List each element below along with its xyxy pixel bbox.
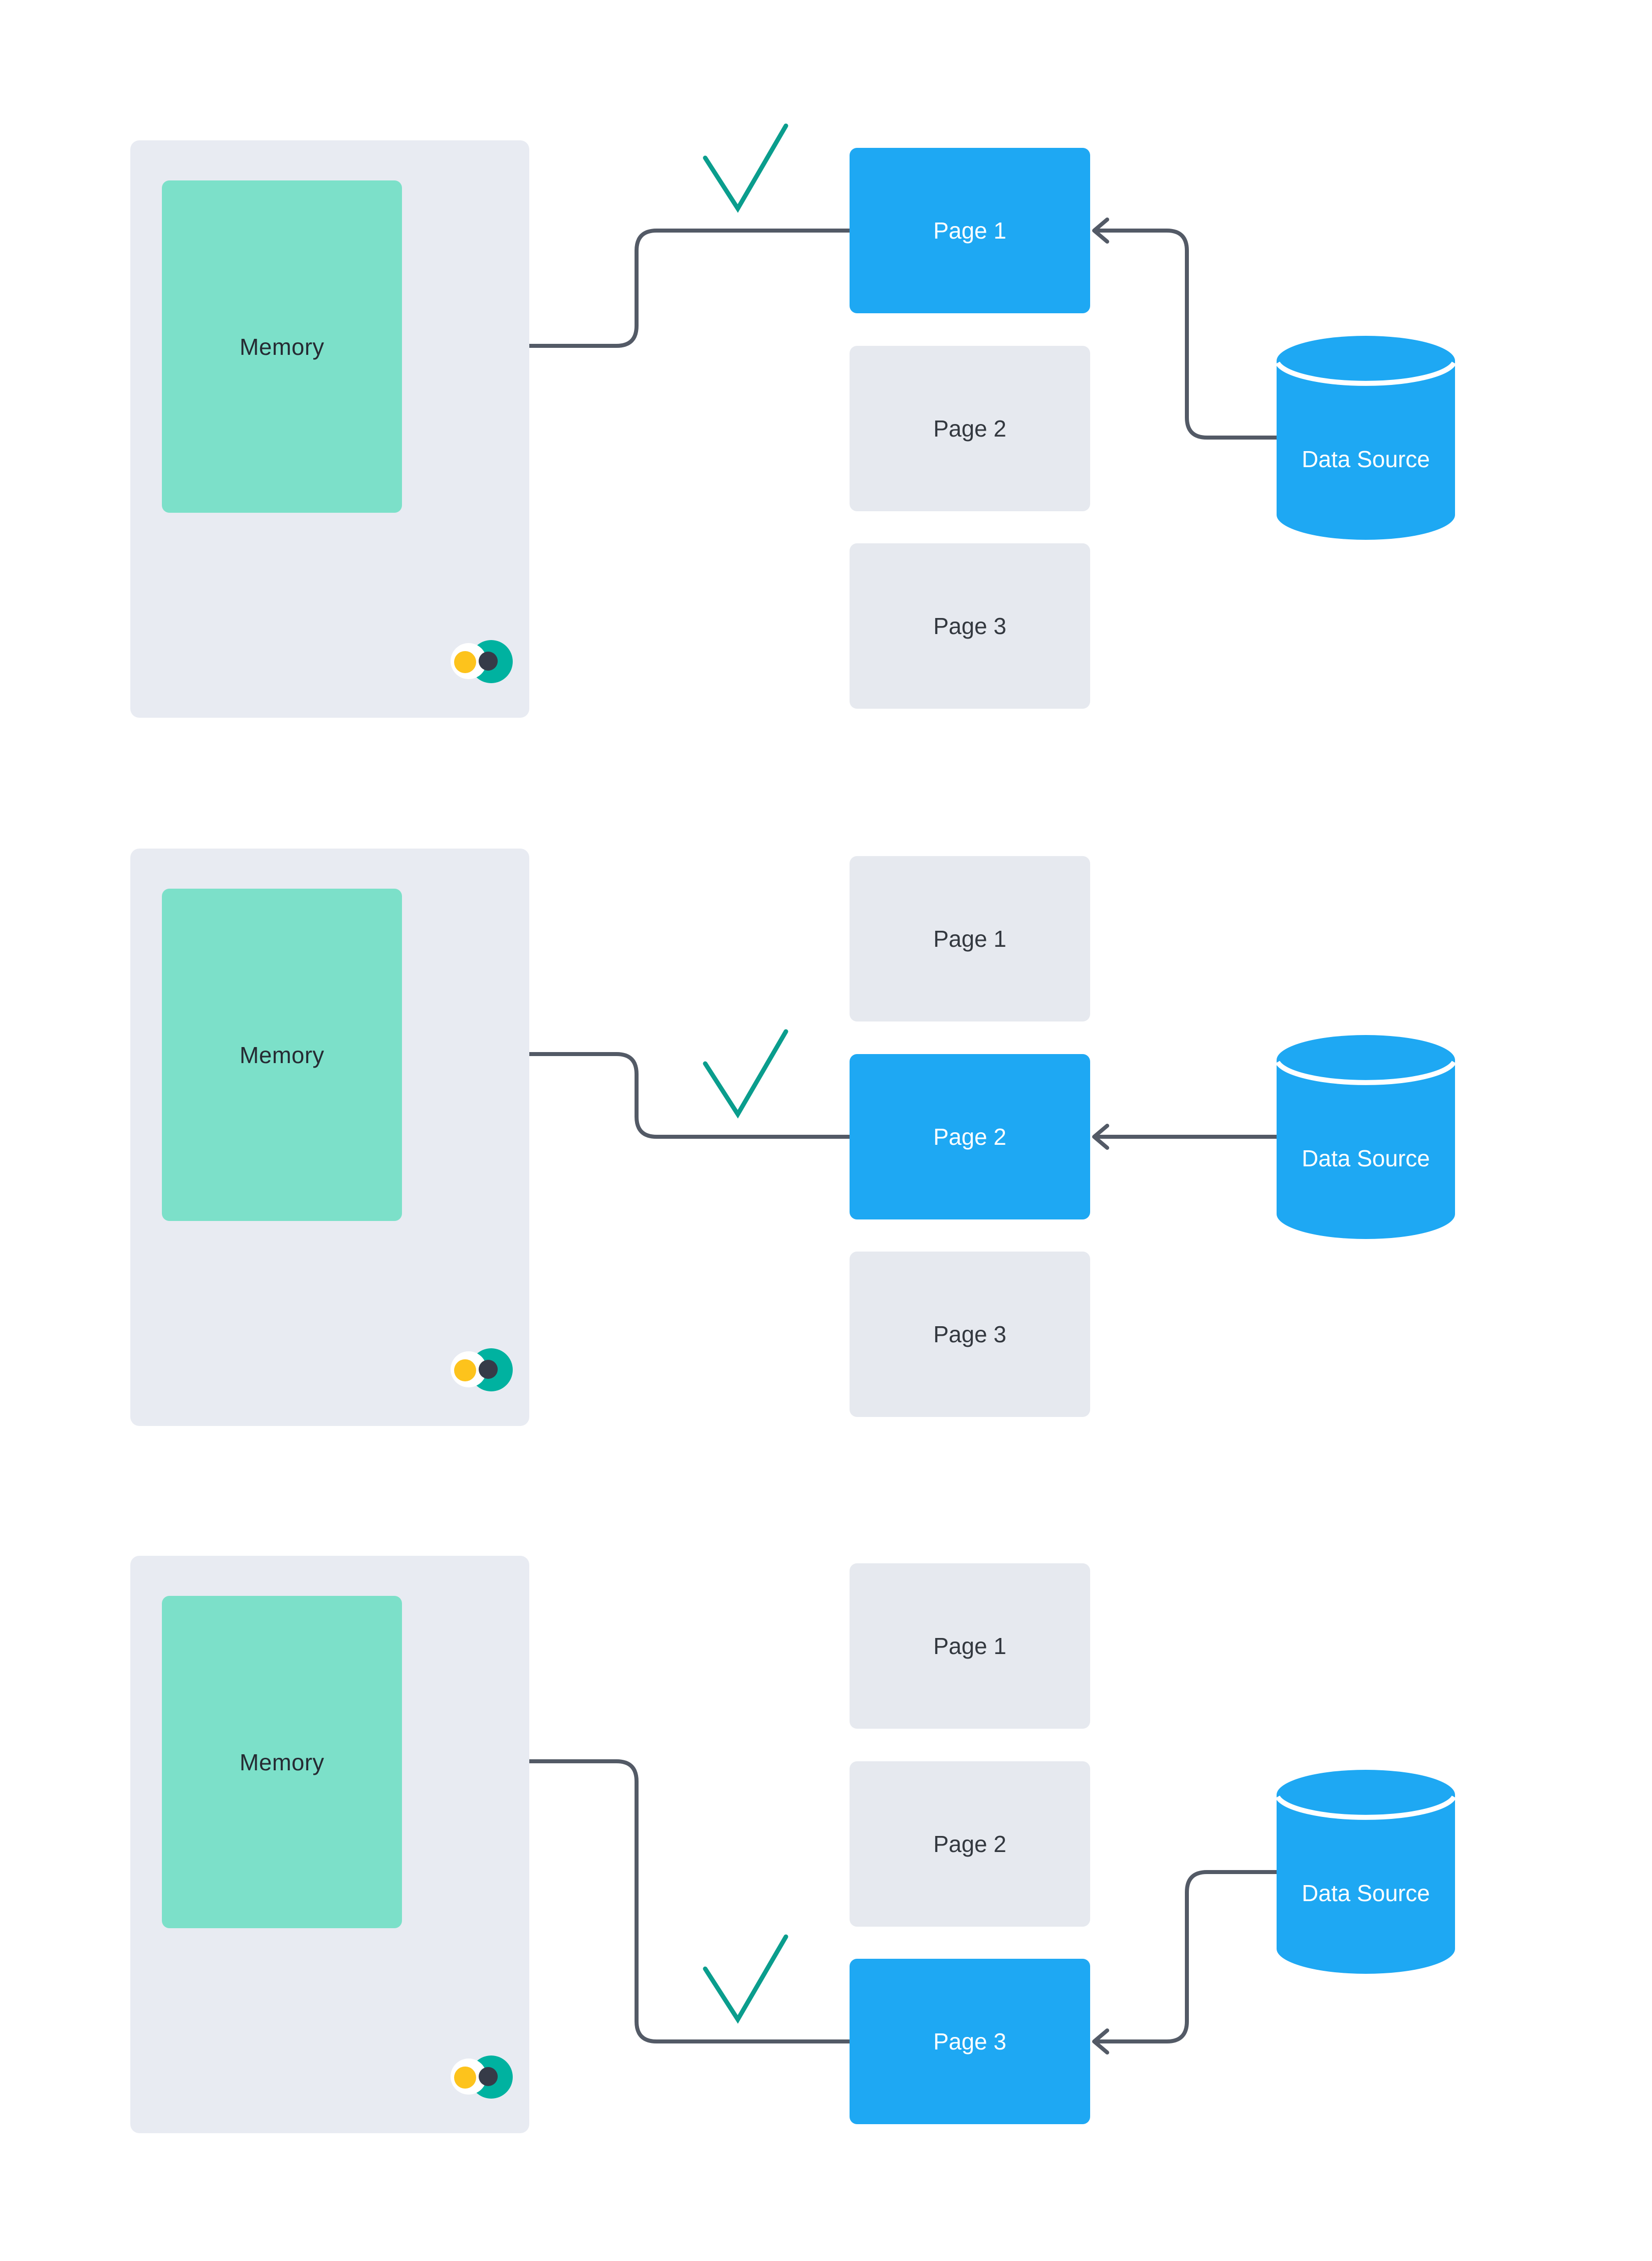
page-box-1-page3: Page 3: [850, 543, 1090, 709]
memory-box-1: Memory: [162, 180, 402, 513]
page-label: Page 1: [933, 926, 1006, 952]
page-box-2-page2: Page 2: [850, 1054, 1090, 1219]
data-source-cylinder-1: Data Source: [1277, 336, 1455, 540]
page-box-3-page2: Page 2: [850, 1761, 1090, 1927]
memory-label: Memory: [239, 1749, 325, 1775]
connector-datasource-to-page3: [1092, 1870, 1279, 2054]
page-box-3-page1: Page 1: [850, 1563, 1090, 1729]
arrowhead-left-icon: [1092, 2028, 1109, 2054]
memory-label: Memory: [239, 333, 325, 360]
page-box-1-page1: Page 1: [850, 148, 1090, 313]
page-label: Page 3: [933, 613, 1006, 639]
page-box-1-page2: Page 2: [850, 346, 1090, 511]
page-label: Page 2: [933, 1124, 1006, 1150]
connector-datasource-to-page2: [1092, 1124, 1279, 1150]
brand-logo-icon: [451, 1348, 513, 1391]
page-box-2-page1: Page 1: [850, 856, 1090, 1021]
page-label: Page 2: [933, 1831, 1006, 1857]
data-source-label: Data Source: [1302, 446, 1430, 472]
brand-logo-icon: [451, 2056, 513, 2099]
page-label: Page 2: [933, 416, 1006, 442]
memory-box-3: Memory: [162, 1596, 402, 1928]
brand-logo-icon: [451, 640, 513, 683]
page-label: Page 3: [933, 2028, 1006, 2054]
machine-container-3: Memory: [130, 1556, 529, 2133]
machine-container-2: Memory: [130, 849, 529, 1426]
machine-container-1: Memory: [130, 140, 529, 718]
data-source-label: Data Source: [1302, 1880, 1430, 1906]
page-label: Page 1: [933, 218, 1006, 244]
data-source-cylinder-2: Data Source: [1277, 1035, 1455, 1239]
checkmark-icon: [703, 123, 788, 213]
page-label: Page 1: [933, 1633, 1006, 1659]
data-source-cylinder-3: Data Source: [1277, 1770, 1455, 1974]
memory-box-2: Memory: [162, 889, 402, 1221]
checkmark-icon: [703, 1029, 788, 1119]
memory-label: Memory: [239, 1042, 325, 1068]
checkmark-icon: [703, 1934, 788, 2024]
data-source-label: Data Source: [1302, 1145, 1430, 1171]
connector-datasource-to-page1: [1092, 218, 1279, 440]
arrowhead-left-icon: [1092, 218, 1109, 244]
page-label: Page 3: [933, 1321, 1006, 1347]
page-box-2-page3: Page 3: [850, 1252, 1090, 1417]
page-box-3-page3: Page 3: [850, 1959, 1090, 2124]
arrowhead-left-icon: [1092, 1124, 1109, 1150]
